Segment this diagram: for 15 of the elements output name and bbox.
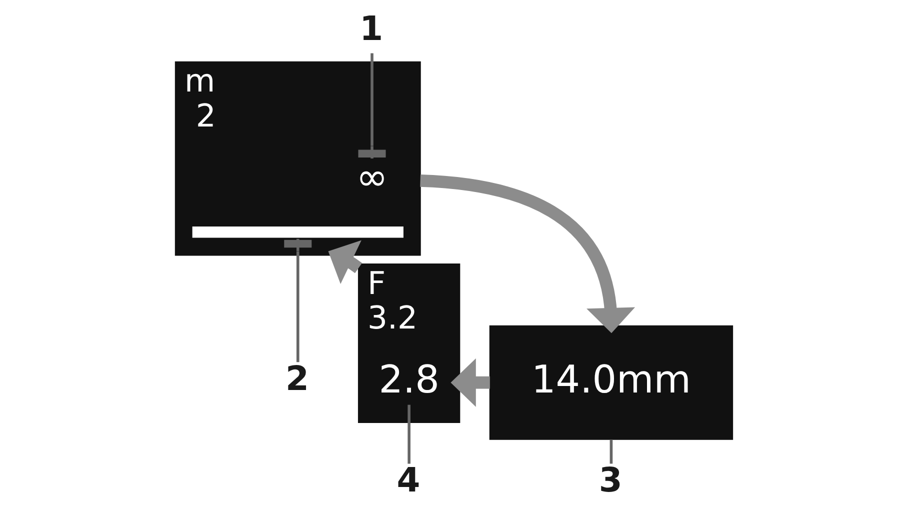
- connector: [609, 440, 612, 464]
- node-box: 14.0mm: [488, 325, 733, 440]
- node-text: ∞: [356, 156, 388, 200]
- node-text: 2: [285, 358, 308, 398]
- node-bar: [192, 226, 403, 238]
- connector: [284, 238, 312, 362]
- arrow: [328, 240, 362, 284]
- node-text: 2.8: [378, 358, 439, 402]
- node-text: 3: [598, 460, 622, 500]
- connector: [358, 53, 386, 159]
- arrow: [450, 358, 490, 407]
- connector: [407, 404, 410, 464]
- arrow: [419, 174, 635, 334]
- node-text: 1: [359, 9, 383, 48]
- node-text: 4: [396, 460, 420, 500]
